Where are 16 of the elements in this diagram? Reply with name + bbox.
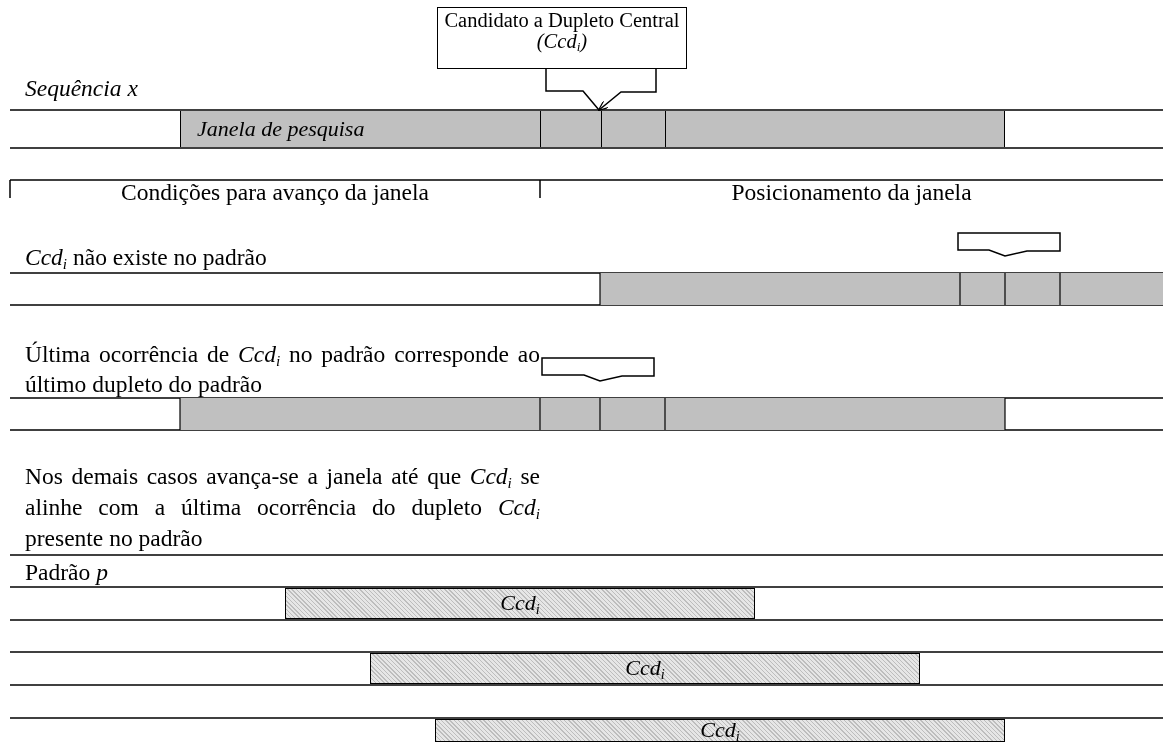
row-heading: Sequência x xyxy=(25,76,139,101)
column-heading: Posicionamento da janela xyxy=(730,180,973,205)
hatched-bar: Ccd$_{i}$ xyxy=(435,719,1005,742)
window-label: Janela de pesquisa xyxy=(197,116,365,142)
hatched-bar: Ccd$_{i}$ xyxy=(285,588,755,619)
column-heading: Condições para avanço da janela xyxy=(120,180,430,205)
condition-text: Última ocorrência de Ccd$_{i}$ no padrão corresponde ao último dupleto do padrão xyxy=(25,340,540,399)
block-arrow xyxy=(545,68,657,112)
callout-box xyxy=(437,7,687,69)
row-heading: Padrão p xyxy=(25,560,109,585)
search-window-band xyxy=(180,111,1005,147)
hatched-bar: Ccd$_{i}$ xyxy=(370,653,920,684)
condition-text: Ccd$_{i}$ não existe no padrão xyxy=(25,245,268,270)
central-duplet-cells xyxy=(540,111,666,147)
box-subtitle: (Ccd$_{i}$) xyxy=(535,31,588,52)
box-title: Candidato a Dupleto Central xyxy=(443,10,681,31)
